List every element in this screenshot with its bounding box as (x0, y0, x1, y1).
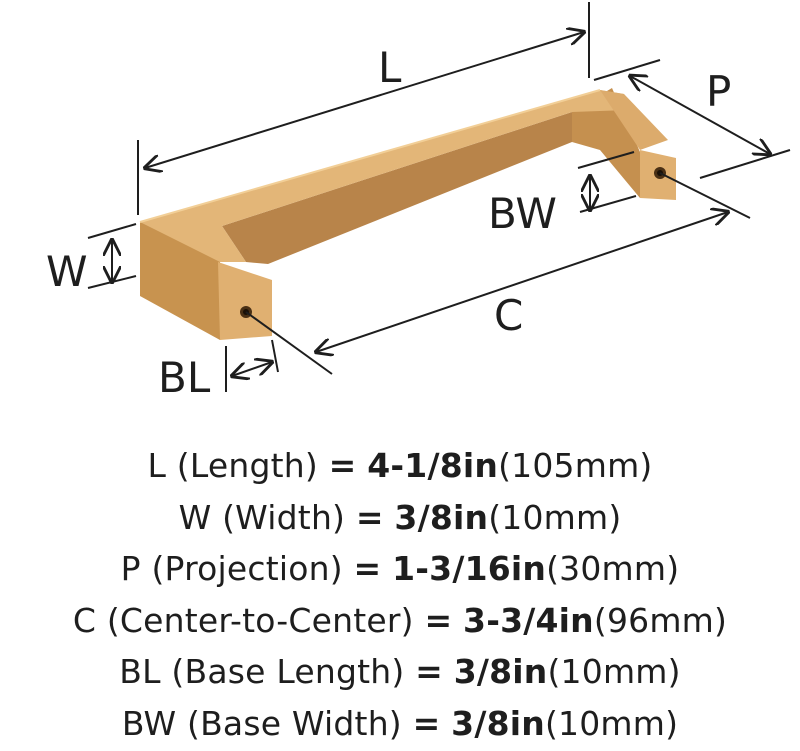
BL-extension-right (271, 339, 279, 373)
spec-metric: (96mm) (593, 600, 728, 640)
P-dimension-line (630, 76, 770, 154)
left-base-face (218, 262, 272, 340)
cabinet-pull-handle (139, 88, 676, 340)
dimension-lines (87, 2, 791, 392)
spec-name: (Base Length) (171, 652, 405, 691)
label-W: W (46, 247, 88, 296)
C-left-center-line (245, 311, 333, 375)
label-L: L (378, 43, 402, 92)
spec-equals: = (424, 600, 453, 640)
spec-code: BW (121, 703, 177, 743)
spec-projection: P (Projection) = 1-3/16in(30mm) (0, 543, 800, 595)
spec-name: (Width) (222, 497, 346, 537)
spec-name: (Projection) (151, 549, 343, 588)
spec-imperial: 3/8in (394, 497, 489, 537)
P-extension-bottom (699, 149, 791, 179)
C-dimension-line (316, 212, 728, 352)
spec-equals: = (412, 703, 441, 743)
P-extension-top (593, 59, 661, 81)
spec-equals: = (353, 549, 382, 588)
spec-metric: (105mm) (498, 446, 653, 485)
spec-base-length: BL (Base Length) = 3/8in(10mm) (0, 646, 800, 698)
spec-imperial: 3-3/4in (463, 600, 594, 640)
spec-name: (Base Width) (187, 703, 402, 743)
spec-equals: = (355, 497, 384, 537)
spec-name: (Length) (176, 446, 318, 485)
spec-code: P (120, 549, 141, 588)
left-leg-side-face (140, 222, 220, 340)
label-C: C (494, 291, 523, 340)
spec-code: C (72, 600, 97, 640)
W-extension-top (87, 223, 137, 239)
spec-center-to-center: C (Center-to-Center) = 3-3/4in(96mm) (0, 595, 800, 647)
spec-metric: (30mm) (546, 549, 680, 588)
spec-equals: = (415, 652, 443, 691)
label-BL: BL (158, 353, 211, 402)
BW-extension-top (577, 151, 635, 169)
label-P: P (706, 67, 731, 116)
BL-dimension-line (232, 362, 272, 376)
dimension-spec-list: L (Length) = 4-1/8in(105mm) W (Width) = … (0, 440, 800, 749)
spec-metric: (10mm) (488, 497, 622, 537)
spec-code: BL (119, 652, 161, 691)
spec-imperial: 1-3/16in (392, 549, 547, 588)
spec-imperial: 3/8in (453, 652, 548, 691)
spec-width: W (Width) = 3/8in(10mm) (0, 492, 800, 544)
BW-extension-bottom (579, 195, 637, 213)
spec-metric: (10mm) (544, 703, 679, 743)
spec-imperial: 4-1/8in (367, 446, 499, 485)
handle-dimension-diagram: L P BW W C BL (46, 2, 791, 402)
C-right-center-line (659, 172, 751, 219)
spec-code: L (147, 446, 167, 485)
label-BW: BW (488, 189, 557, 238)
L-dimension-line (145, 32, 584, 168)
spec-code: W (178, 497, 212, 537)
spec-metric: (10mm) (547, 652, 681, 691)
spec-equals: = (328, 446, 357, 485)
spec-length: L (Length) = 4-1/8in(105mm) (0, 440, 800, 492)
spec-base-width: BW (Base Width) = 3/8in(10mm) (0, 698, 800, 750)
spec-name: (Center-to-Center) (106, 600, 414, 640)
spec-imperial: 3/8in (451, 703, 545, 743)
